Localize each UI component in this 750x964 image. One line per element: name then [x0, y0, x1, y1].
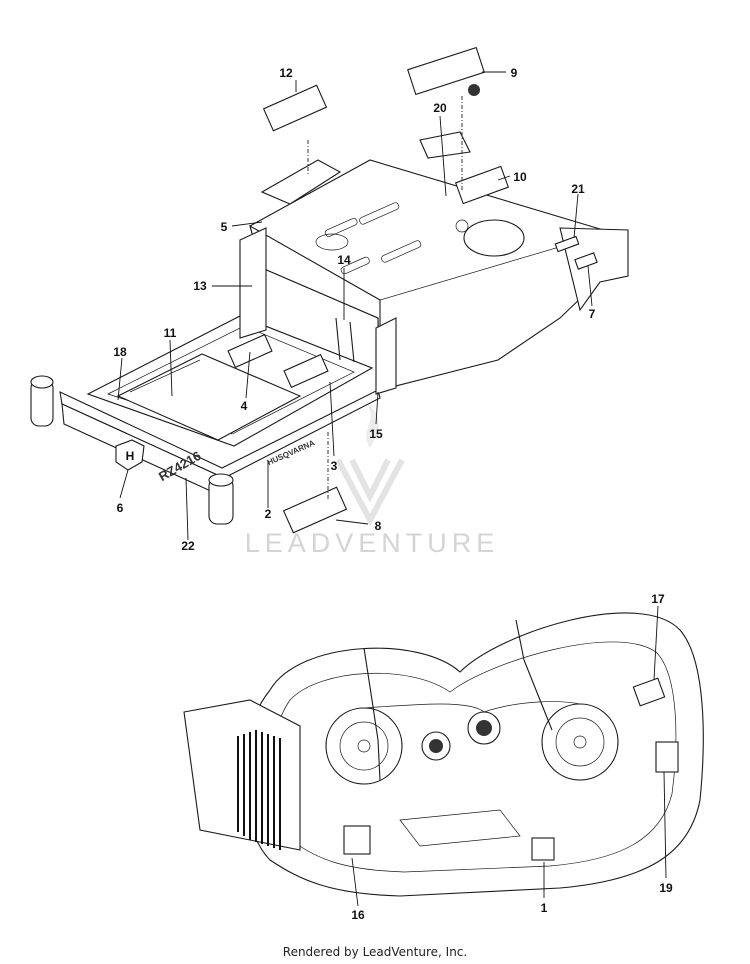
watermark: LEADVENTURE — [245, 404, 500, 558]
spindle-right — [541, 703, 619, 781]
callout-5: 5 — [221, 220, 228, 234]
decal-10 — [454, 165, 510, 205]
decal-4 — [227, 333, 273, 369]
callout-labels: 1 2 3 4 5 6 7 8 9 10 11 12 13 14 15 16 1… — [113, 66, 673, 922]
idler-pulley-center — [467, 711, 501, 745]
callout-17: 17 — [651, 592, 665, 606]
husqvarna-logo-icon: H — [115, 439, 145, 471]
decal-9 — [407, 46, 485, 96]
decal-1 — [531, 837, 555, 861]
callout-18: 18 — [113, 345, 127, 359]
callout-22: 22 — [181, 539, 195, 553]
idler-pulley-left — [421, 731, 451, 761]
decal-7 — [574, 252, 598, 270]
callout-11: 11 — [164, 326, 177, 340]
callout-19: 19 — [659, 881, 673, 895]
decal-19 — [655, 741, 679, 773]
spindle-left — [325, 707, 403, 785]
decal-3 — [283, 353, 329, 389]
callout-8: 8 — [375, 519, 382, 533]
decal-21 — [554, 235, 580, 253]
decal-12 — [262, 84, 328, 132]
top-plate-slots — [315, 202, 422, 275]
callout-21: 21 — [571, 182, 585, 196]
mower-deck — [183, 612, 704, 897]
callout-13: 13 — [193, 279, 207, 293]
front-caster-right — [208, 473, 234, 525]
svg-text:H: H — [126, 449, 135, 463]
callout-12: 12 — [279, 66, 293, 80]
watermark-logo-icon — [335, 404, 405, 527]
decal-16 — [343, 825, 371, 855]
decal-8 — [282, 486, 348, 534]
callout-9: 9 — [511, 66, 518, 80]
front-caster-left — [30, 375, 54, 427]
callout-16: 16 — [351, 908, 365, 922]
callout-20: 20 — [433, 101, 447, 115]
callout-3: 3 — [331, 459, 338, 473]
callout-2: 2 — [265, 507, 272, 521]
fuel-tank — [463, 219, 525, 257]
leader-lines — [117, 71, 667, 907]
callout-10: 10 — [513, 170, 527, 184]
callout-6: 6 — [117, 501, 124, 515]
discharge-chute — [183, 699, 301, 851]
callout-15: 15 — [369, 427, 383, 441]
footer-credit: Rendered by LeadVenture, Inc. — [283, 945, 467, 959]
callout-7: 7 — [589, 307, 596, 321]
frame-assembly: H RZ4216 HUSQVARNA — [30, 46, 629, 534]
callout-4: 4 — [241, 399, 248, 413]
callout-14: 14 — [337, 253, 351, 267]
callout-1: 1 — [541, 901, 548, 915]
watermark-text: LEADVENTURE — [245, 528, 500, 558]
decal-17 — [632, 677, 666, 707]
